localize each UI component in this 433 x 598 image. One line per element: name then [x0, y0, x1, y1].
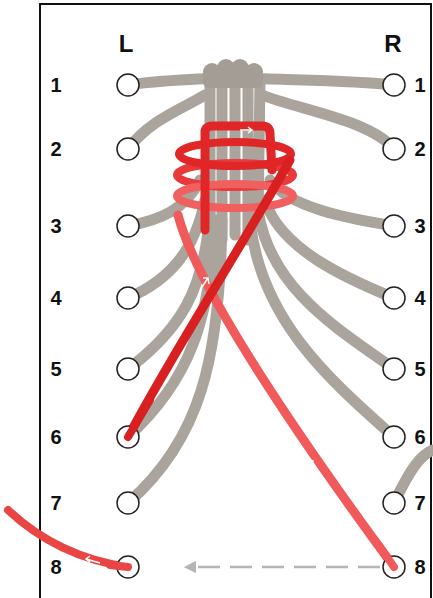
hole-number: 6 [50, 427, 61, 447]
hole-number: 3 [414, 216, 425, 236]
hole-number: 3 [50, 216, 61, 236]
dashed-arrow [190, 566, 380, 569]
hole-number: 4 [50, 288, 61, 308]
knot [203, 59, 263, 88]
hole-number: 5 [50, 359, 61, 379]
hole-number: 5 [414, 359, 425, 379]
hole-number: 1 [50, 75, 61, 95]
direction-arrows [86, 127, 313, 563]
hole-number: 4 [414, 288, 425, 308]
hole-number: 8 [414, 557, 425, 577]
lace-end [375, 540, 394, 567]
column-letter: L [119, 32, 134, 56]
hole-number: 6 [414, 427, 425, 447]
hole-number: 8 [50, 557, 61, 577]
hole-number: 7 [50, 493, 61, 513]
hole-number: 7 [414, 493, 425, 513]
red-lace [8, 126, 394, 567]
lace-end [110, 565, 128, 567]
hole-number: 2 [414, 139, 425, 159]
lace-end [128, 400, 150, 437]
hole-number: 1 [414, 75, 425, 95]
grey-strands [128, 78, 433, 503]
frame [40, 4, 431, 598]
holes [117, 74, 405, 578]
column-letter: R [384, 32, 401, 56]
hole-number: 2 [50, 139, 61, 159]
